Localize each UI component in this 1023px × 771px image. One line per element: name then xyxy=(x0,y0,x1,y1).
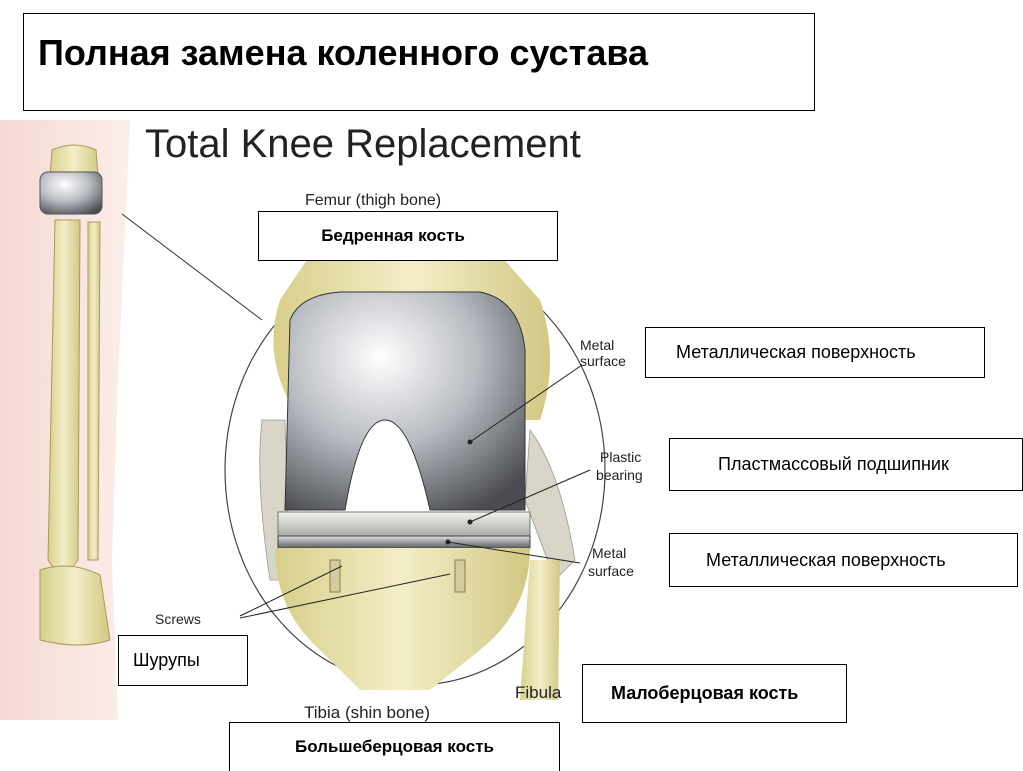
label-metal-top-en-1: Metal xyxy=(580,337,614,353)
femoral-component xyxy=(285,292,525,510)
label-femur-en: Femur (thigh bone) xyxy=(305,192,441,209)
label-metal-bottom-en-1: Metal xyxy=(592,545,626,561)
label-femur-ru: Бедренная кость xyxy=(258,211,558,261)
screw-left xyxy=(330,560,340,592)
zoom-line xyxy=(122,214,262,320)
label-metal-top-ru: Металлическая поверхность xyxy=(645,327,985,378)
label-fibula-en: Fibula xyxy=(515,683,562,702)
leg-foot-bones xyxy=(40,566,110,645)
screw-right xyxy=(455,560,465,592)
plastic-bearing xyxy=(278,512,530,536)
label-tibia-ru: Большеберцовая кость xyxy=(229,722,560,771)
label-screws-ru: Шурупы xyxy=(118,635,248,686)
label-metal-bottom-ru: Металлическая поверхность xyxy=(669,533,1018,587)
main-title-ru: Полная замена коленного сустава xyxy=(23,13,815,111)
label-fibula-ru: Малоберцовая кость xyxy=(582,664,847,723)
label-plastic-en-1: Plastic xyxy=(600,449,641,465)
big-tibia xyxy=(275,548,530,690)
label-screws-en: Screws xyxy=(155,611,201,627)
ligament-right xyxy=(525,430,575,580)
label-plastic-ru: Пластмассовый подшипник xyxy=(669,438,1023,491)
label-tibia-en: Tibia (shin bone) xyxy=(304,703,430,722)
label-metal-top-en-2: surface xyxy=(580,353,626,369)
leg-fibula-small xyxy=(88,222,100,560)
metal-tibial-tray xyxy=(278,536,530,548)
leg-knee-implant-small xyxy=(40,172,102,214)
label-plastic-en-2: bearing xyxy=(596,467,643,483)
label-metal-bottom-en-2: surface xyxy=(588,563,634,579)
title-en: Total Knee Replacement xyxy=(145,122,581,167)
